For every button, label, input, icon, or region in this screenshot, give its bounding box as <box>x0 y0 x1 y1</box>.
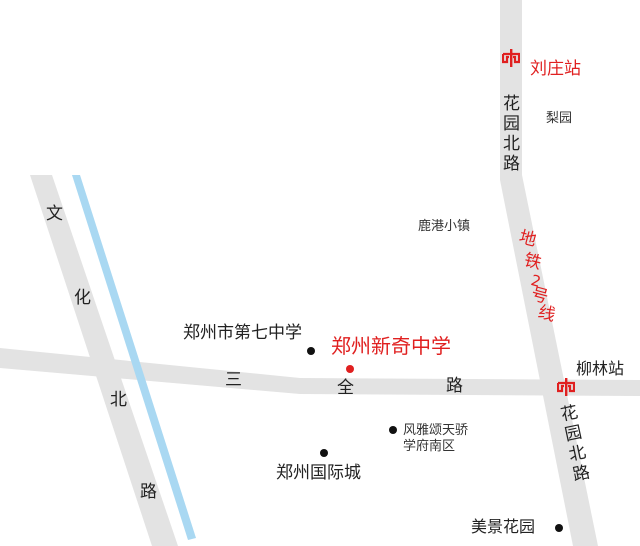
place-fengya-line2[interactable]: 学府南区 <box>403 439 456 454</box>
river <box>72 175 196 540</box>
place-marker <box>389 426 397 434</box>
road-label-char: 化 <box>74 288 91 308</box>
metro-icon <box>557 378 575 396</box>
road-label-char: 路 <box>446 376 463 396</box>
place-target-school[interactable]: 郑州新奇中学 <box>331 334 451 358</box>
road-wenhua-north <box>30 175 178 546</box>
place-lugang-town[interactable]: 鹿港小镇 <box>418 219 471 234</box>
place-marker <box>320 449 328 457</box>
road-label-char: 路 <box>503 154 520 174</box>
road-label-char: 花 <box>559 402 580 426</box>
metro-icon <box>502 49 520 67</box>
road-label-char: 北 <box>110 390 127 410</box>
station-liulin[interactable]: 柳林站 <box>576 359 625 378</box>
road-label-char: 路 <box>140 482 157 502</box>
road-label-char: 三 <box>225 370 242 390</box>
road-sanquan <box>0 348 640 396</box>
road-label-char: 路 <box>571 462 592 486</box>
road-label-char: 北 <box>567 442 588 466</box>
place-marker <box>555 524 563 532</box>
road-label-char: 花 <box>503 94 520 114</box>
place-marker <box>307 347 315 355</box>
road-label-char: 全 <box>337 378 354 398</box>
station-liuzhuang[interactable]: 刘庄站 <box>530 59 581 79</box>
place-meijing-garden[interactable]: 美景花园 <box>471 517 536 536</box>
road-label-char: 北 <box>503 134 520 154</box>
target-marker <box>346 365 354 373</box>
road-label-char: 文 <box>46 204 63 224</box>
road-label-char: 园 <box>563 422 584 446</box>
road-label-char: 园 <box>503 114 520 134</box>
place-ligarden[interactable]: 梨园 <box>546 111 573 126</box>
place-zhengzhou-intl-city[interactable]: 郑州国际城 <box>276 463 361 483</box>
place-seventh-middle-school[interactable]: 郑州市第七中学 <box>183 323 302 343</box>
place-fengya-line1[interactable]: 风雅颂天骄 <box>403 423 469 438</box>
